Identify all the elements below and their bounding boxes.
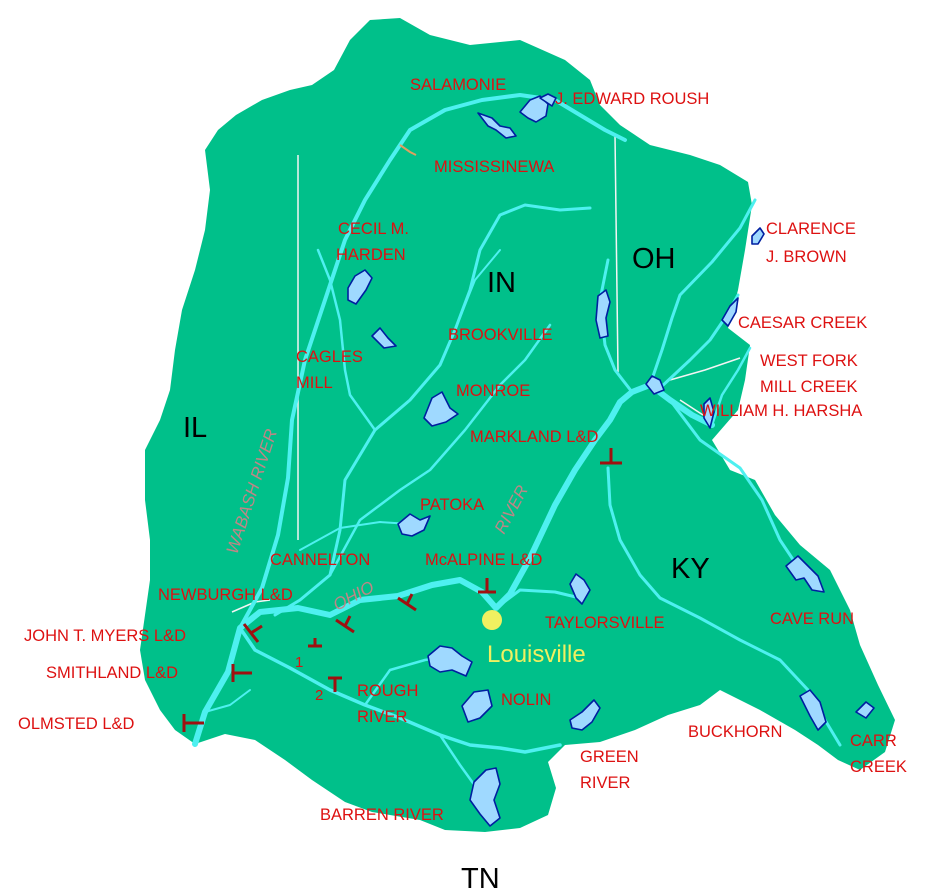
markland-dam-icon	[600, 448, 622, 465]
myers-dam-icon	[242, 623, 263, 643]
licking-river	[668, 398, 802, 572]
taylorsville-lake	[569, 573, 591, 605]
basin-land	[140, 18, 895, 832]
locks-and-dams	[182, 448, 622, 732]
label-cave-run: CAVE RUN	[770, 610, 854, 628]
rough-river-lake	[427, 645, 473, 677]
nolin-lake	[461, 689, 493, 723]
tradewater-river	[204, 689, 251, 713]
label-mississinewa: MISSISSINEWA	[434, 158, 554, 176]
label-cecil-1: CECIL M.	[338, 220, 409, 238]
caesar-creek-lake	[721, 297, 739, 327]
mississinewa-lake	[539, 93, 557, 107]
label-buckhorn: BUCKHORN	[688, 723, 782, 741]
label-roush: J. EDWARD ROUSH	[555, 90, 709, 108]
label-rough-2: RIVER	[357, 708, 408, 726]
label-barren: BARREN RIVER	[320, 806, 444, 824]
label-myers: JOHN T. MYERS L&D	[24, 627, 186, 645]
louisville-marker	[482, 610, 502, 630]
label-markland: MARKLAND L&D	[470, 428, 598, 446]
monroe-lake	[423, 391, 459, 427]
brookville-lake	[595, 289, 611, 339]
cave-run-lake	[785, 555, 825, 593]
label-num-1: 1	[295, 654, 303, 671]
great-miami-river	[648, 198, 757, 387]
state-label-in: IN	[487, 267, 516, 299]
city-label-louisville: Louisville	[487, 641, 586, 668]
label-clarence-2: J. BROWN	[766, 248, 847, 266]
facility-labels: SALAMONIE J. EDWARD ROUSH MISSISSINEWA C…	[18, 76, 907, 824]
label-harsha: WILLIAM H. HARSHA	[700, 402, 862, 420]
label-smithland: SMITHLAND L&D	[46, 664, 178, 682]
patoka-lake	[397, 513, 431, 537]
cagles-mill-lake	[371, 327, 397, 349]
white-river	[273, 203, 592, 617]
label-newburgh: NEWBURGH L&D	[158, 586, 293, 604]
state-label-tn: TN	[461, 863, 500, 890]
label-cannelton: CANNELTON	[270, 551, 370, 569]
label-carr-2: CREEK	[850, 758, 907, 776]
state-label-ky: KY	[671, 553, 710, 585]
river-network	[192, 93, 842, 810]
smithland-dam-icon	[231, 664, 252, 682]
roush-lake	[519, 95, 549, 123]
label-mcalpine: McALPINE L&D	[425, 551, 542, 569]
label-rough-1: ROUGH	[357, 682, 418, 700]
green-river	[238, 626, 562, 754]
label-brookville: BROOKVILLE	[448, 326, 553, 344]
barren-river-lake	[469, 767, 501, 827]
buckhorn-lake	[799, 689, 827, 731]
mcalpine-dam-icon	[478, 578, 496, 594]
dam-number-labels: 1 2	[295, 654, 323, 704]
clarence-j-brown-lake	[751, 227, 765, 245]
salt-river	[494, 588, 582, 610]
reservoirs	[347, 93, 875, 827]
cecil-harden-lake	[347, 269, 373, 305]
label-olmsted: OLMSTED L&D	[18, 715, 135, 733]
label-salamonie: SALAMONIE	[410, 76, 506, 94]
harsha-lake	[703, 397, 715, 429]
state-label-il: IL	[183, 412, 207, 444]
label-green-2: RIVER	[580, 774, 631, 792]
whitewater-river	[598, 258, 634, 394]
label-taylorsville: TAYLORSVILLE	[545, 614, 665, 632]
label-monroe: MONROE	[456, 382, 530, 400]
mississinewa-marker	[399, 144, 417, 156]
newburgh-dam-icon	[335, 615, 355, 634]
label-westfork-1: WEST FORK	[760, 352, 858, 370]
label-nolin: NOLIN	[501, 691, 551, 709]
state-labels: IL IN OH KY TN	[183, 243, 710, 890]
label-green-1: GREEN	[580, 748, 639, 766]
in-oh-boundary	[614, 134, 619, 373]
east-fork-white-river	[316, 248, 377, 432]
rough-1-dam-icon	[308, 638, 322, 648]
state-label-oh: OH	[632, 243, 676, 275]
label-num-2: 2	[315, 687, 323, 704]
label-cagles-1: CAGLES	[296, 348, 363, 366]
label-patoka: PATOKA	[420, 496, 484, 514]
olmsted-dam-icon	[182, 714, 204, 732]
tributary-oh-east	[710, 346, 752, 427]
label-cecil-2: HARDEN	[336, 246, 406, 264]
wabash-river	[238, 93, 627, 630]
salamonie-lake	[477, 112, 517, 139]
label-carr-1: CARR	[850, 732, 897, 750]
mississinewa-stream	[454, 249, 501, 331]
harsha-leader	[679, 399, 704, 416]
green-river-lake	[569, 699, 601, 731]
cannelton-dam-icon	[397, 593, 417, 612]
oh-ky-boundary	[669, 357, 741, 381]
west-fork-river	[328, 323, 552, 577]
patoka-stream	[299, 521, 411, 551]
label-clarence-1: CLARENCE	[766, 220, 856, 238]
west-fork-mill-creek-lake	[645, 375, 665, 395]
label-caesar: CAESAR CREEK	[738, 314, 867, 332]
rough-2-dam-icon	[328, 676, 342, 692]
label-westfork-2: MILL CREEK	[760, 378, 858, 396]
carr-creek-lake	[855, 701, 875, 719]
label-cagles-2: MILL	[296, 374, 333, 392]
